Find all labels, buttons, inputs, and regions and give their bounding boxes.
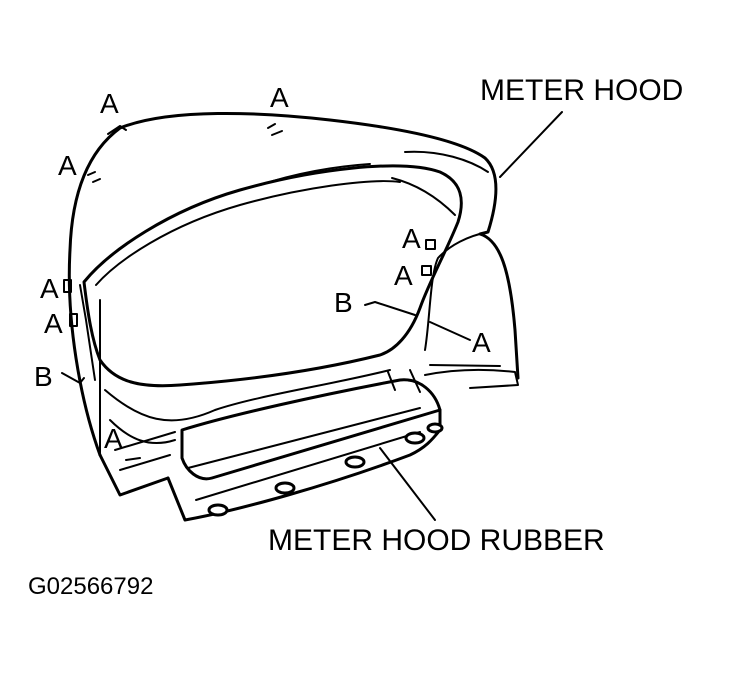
clip-a-leader	[429, 321, 471, 341]
meter-hood-leader	[499, 111, 563, 178]
clip-a-label: A	[270, 82, 289, 113]
meter-hood-rubber-leader	[379, 447, 436, 521]
clip-a-label: A	[394, 260, 413, 291]
meter-hood-outline	[67, 111, 520, 497]
clip-a-label: A	[104, 423, 123, 454]
meter-hood-rubber-outline	[166, 369, 444, 522]
clip-a-label: A	[472, 327, 491, 358]
clip-a-label: A	[58, 150, 77, 181]
clip-b-label: B	[334, 287, 353, 318]
clip-markers	[61, 123, 436, 461]
meter-hood-label: METER HOOD	[480, 74, 683, 107]
clip-a-label: A	[100, 88, 119, 119]
clip-a-label: A	[40, 273, 59, 304]
figure-id: G02566792	[28, 573, 153, 600]
clip-b-label: B	[34, 361, 53, 392]
meter-hood-rubber-label: METER HOOD RUBBER	[268, 524, 605, 557]
clip-a-label: A	[402, 223, 421, 254]
clip-a-label: A	[44, 308, 63, 339]
